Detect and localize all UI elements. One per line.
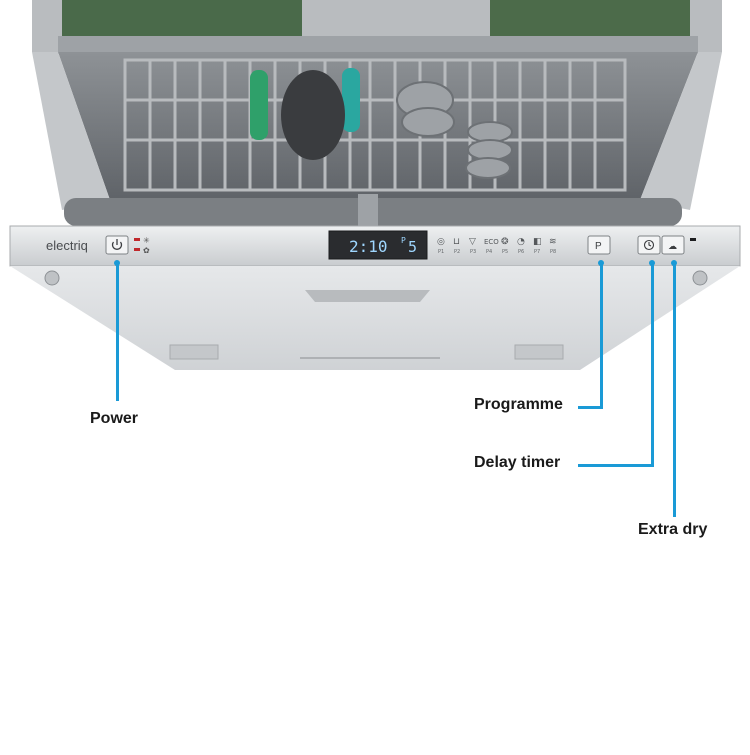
- programme-button-label: P: [595, 241, 602, 252]
- door-clip-right: [514, 344, 564, 360]
- hinge-screw-left: [44, 270, 60, 286]
- tub-side-right: [640, 52, 722, 210]
- green-handle-utensil: [250, 70, 268, 140]
- display-screen: [328, 230, 428, 260]
- black-spatula: [281, 70, 345, 160]
- half-load-icon: ◧: [533, 237, 542, 247]
- intensive-icon: ⊔: [453, 237, 460, 247]
- extra-dry-label: Extra dry: [638, 521, 708, 538]
- program-icons: ◎ ⊔ ▽ ECO ❂ ◔ ◧ ≋: [437, 237, 557, 247]
- program-code: P5: [502, 249, 508, 255]
- display-program-prefix: P: [401, 236, 406, 245]
- indicator-light-bottom: [134, 248, 140, 251]
- program-code: P1: [438, 249, 444, 255]
- program-code: P8: [550, 249, 556, 255]
- door-front: [10, 266, 740, 370]
- program-code: P2: [454, 249, 460, 255]
- door-clip-left: [169, 344, 219, 360]
- display-time: 2:10: [349, 237, 388, 256]
- programme-label: Programme: [474, 396, 563, 413]
- delay-timer-leader-vertical: [651, 264, 654, 467]
- delay-timer-leader-horizontal: [578, 464, 654, 467]
- tub-side-left: [32, 52, 110, 210]
- brand-logo: electriq: [46, 238, 88, 253]
- status-led: [690, 238, 696, 241]
- rinse-icon: ≋: [549, 237, 557, 247]
- rapid-icon: ◔: [517, 237, 525, 247]
- eco-icon: ECO: [484, 238, 499, 246]
- salt-icon: ✳: [143, 236, 150, 245]
- program-codes: P1 P2 P3 P4 P5 P6 P7 P8: [438, 249, 556, 255]
- program-code: P6: [518, 249, 524, 255]
- insulation-right: [490, 0, 690, 38]
- insulation-left: [62, 0, 302, 38]
- program-code: P4: [486, 249, 492, 255]
- power-icon: [111, 239, 123, 250]
- spoons: [396, 81, 513, 179]
- display-program-number: 5: [408, 238, 417, 256]
- top-rail: [58, 36, 698, 54]
- program-code: P3: [470, 249, 476, 255]
- delay-timer-button[interactable]: [637, 235, 661, 255]
- tub-interior: [58, 52, 698, 200]
- quick-icon: ❂: [501, 237, 509, 247]
- hinge-screw-right: [692, 270, 708, 286]
- rinse-aid-icon: ✿: [143, 246, 150, 255]
- power-button[interactable]: [105, 235, 129, 255]
- glass-icon: ▽: [469, 237, 476, 247]
- extra-dry-button[interactable]: ☁: [661, 235, 685, 255]
- teal-handle-utensil: [342, 68, 360, 132]
- door-handle-recess: [305, 290, 430, 302]
- latch: [358, 194, 378, 226]
- programme-leader-horizontal: [578, 406, 603, 409]
- extra-dry-icon: ☁: [668, 242, 677, 252]
- auto-icon: ◎: [437, 237, 445, 247]
- delay-timer-label: Delay timer: [474, 454, 561, 471]
- programme-leader-vertical: [600, 264, 603, 409]
- program-code: P7: [534, 249, 540, 255]
- programme-button[interactable]: P: [587, 235, 611, 255]
- indicator-light-top: [134, 238, 140, 241]
- power-leader-line: [116, 264, 119, 401]
- clock-icon: [643, 239, 655, 251]
- power-label: Power: [90, 410, 139, 427]
- extra-dry-leader-line: [673, 264, 676, 517]
